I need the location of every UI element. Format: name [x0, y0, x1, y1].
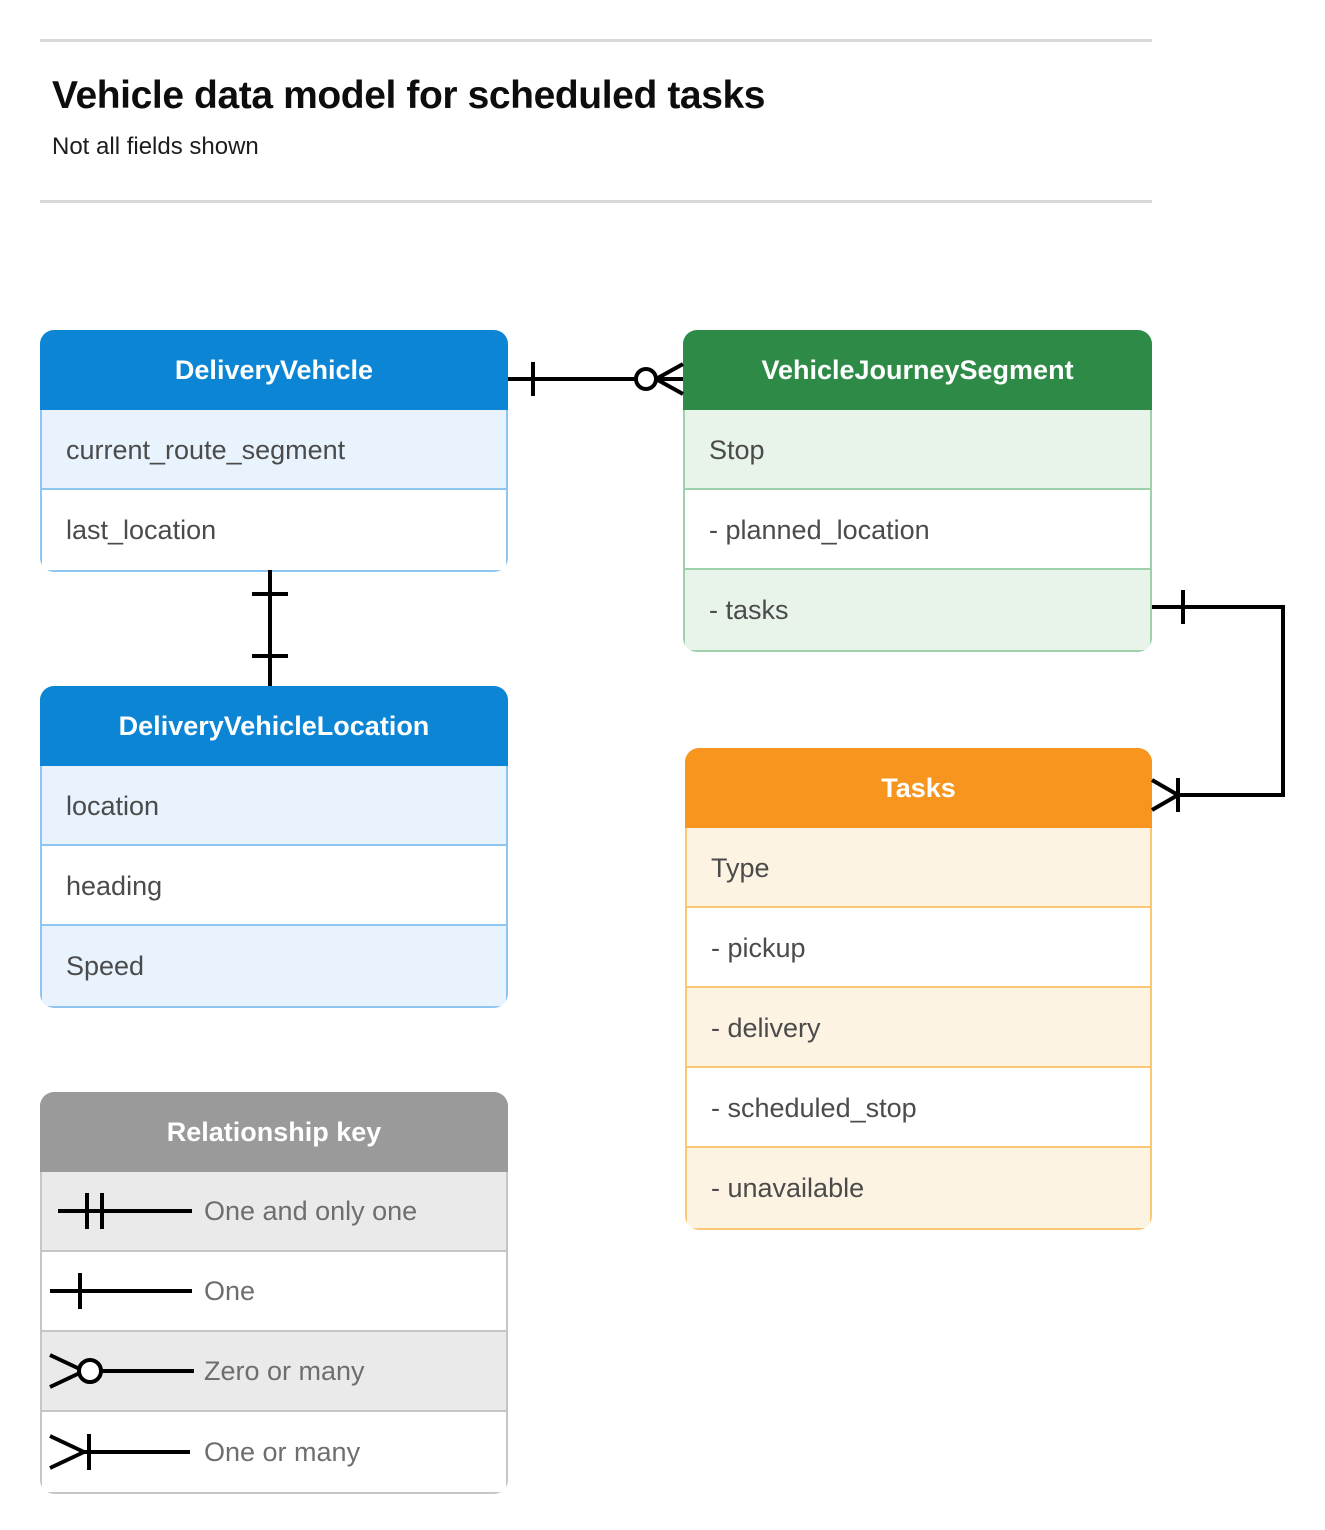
entity-delivery-vehicle-title: DeliveryVehicle — [40, 330, 508, 410]
page-title: Vehicle data model for scheduled tasks — [52, 74, 766, 117]
entity-delivery-vehicle-location[interactable]: DeliveryVehicleLocation location heading… — [40, 686, 508, 1008]
field-row: last_location — [42, 490, 506, 570]
field-row: - pickup — [687, 908, 1150, 988]
field-row: - tasks — [685, 570, 1150, 650]
entity-tasks-fields: Type - pickup - delivery - scheduled_sto… — [685, 828, 1152, 1230]
one-icon — [50, 1273, 192, 1309]
zero-or-many-icon — [49, 1353, 194, 1389]
connector-deliveryvehicle-journeysegment — [508, 362, 684, 396]
legend-label: One — [204, 1276, 256, 1306]
entity-vehicle-journey-segment-title: VehicleJourneySegment — [683, 330, 1152, 410]
one-or-many-icon — [49, 1434, 190, 1470]
legend-label: One or many — [204, 1437, 361, 1467]
connector-journeysegment-tasks — [1151, 590, 1285, 812]
field-row: location — [42, 766, 506, 846]
field-row: heading — [42, 846, 506, 926]
page-subtitle: Not all fields shown — [52, 133, 259, 160]
field-row: - scheduled_stop — [687, 1068, 1150, 1148]
field-row: Stop — [685, 410, 1150, 490]
relationship-key-title: Relationship key — [40, 1092, 508, 1172]
relationship-key-legend[interactable]: Relationship key One and only one One — [40, 1092, 508, 1494]
legend-item-one-and-only-one: One and only one — [42, 1172, 506, 1252]
entity-tasks-title: Tasks — [685, 748, 1152, 828]
entity-delivery-vehicle[interactable]: DeliveryVehicle current_route_segment la… — [40, 330, 508, 572]
legend-label: Zero or many — [204, 1356, 365, 1386]
field-row: Speed — [42, 926, 506, 1006]
entity-delivery-vehicle-location-title: DeliveryVehicleLocation — [40, 686, 508, 766]
field-row: - planned_location — [685, 490, 1150, 570]
legend-item-one: One — [42, 1252, 506, 1332]
field-row: - delivery — [687, 988, 1150, 1068]
header-divider-bottom — [40, 200, 1152, 203]
connector-deliveryvehicle-location — [252, 570, 288, 686]
legend-item-zero-or-many: Zero or many — [42, 1332, 506, 1412]
entity-tasks[interactable]: Tasks Type - pickup - delivery - schedul… — [685, 748, 1152, 1230]
entity-vehicle-journey-segment-fields: Stop - planned_location - tasks — [683, 410, 1152, 652]
legend-label: One and only one — [204, 1196, 418, 1226]
entity-delivery-vehicle-location-fields: location heading Speed — [40, 766, 508, 1008]
one-and-only-one-icon — [58, 1193, 192, 1229]
legend-item-one-or-many: One or many — [42, 1412, 506, 1492]
field-row: Type — [687, 828, 1150, 908]
field-row: current_route_segment — [42, 410, 506, 490]
field-row: - unavailable — [687, 1148, 1150, 1228]
entity-vehicle-journey-segment[interactable]: VehicleJourneySegment Stop - planned_loc… — [683, 330, 1152, 652]
header-divider-top — [40, 39, 1152, 42]
entity-delivery-vehicle-fields: current_route_segment last_location — [40, 410, 508, 572]
relationship-key-rows: One and only one One Zero or many — [40, 1172, 508, 1494]
